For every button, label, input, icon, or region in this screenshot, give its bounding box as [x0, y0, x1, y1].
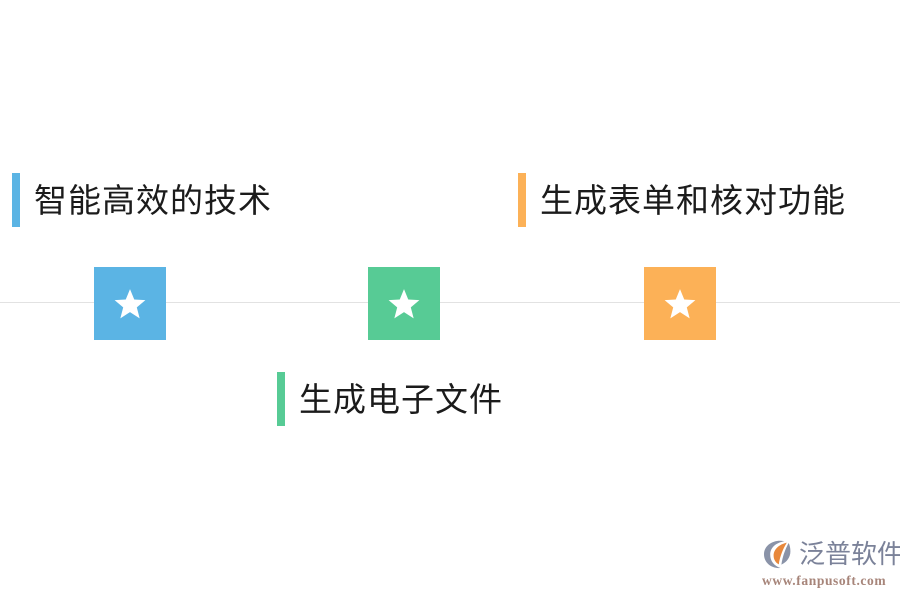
star-icon	[113, 287, 147, 321]
caption-tech-label: 智能高效的技术	[34, 181, 272, 219]
timeline-node-form[interactable]	[644, 267, 716, 340]
accent-bar-orange	[518, 173, 526, 227]
timeline-node-tech[interactable]	[94, 267, 166, 340]
brand-watermark: 泛普软件 www.fanpusoft.com	[762, 536, 900, 594]
accent-bar-blue	[12, 173, 20, 227]
timeline-node-efile[interactable]	[368, 267, 440, 340]
caption-form-label: 生成表单和核对功能	[540, 181, 846, 219]
timeline-rule	[0, 302, 900, 303]
brand-name: 泛普软件	[799, 539, 900, 569]
caption-form: 生成表单和核对功能	[518, 173, 846, 227]
star-icon	[663, 287, 697, 321]
brand-row: 泛普软件	[762, 536, 900, 572]
accent-bar-green	[277, 372, 285, 426]
fanpu-logo-icon	[762, 538, 796, 570]
star-icon	[387, 287, 421, 321]
brand-url: www.fanpusoft.com	[762, 573, 887, 588]
caption-efile: 生成电子文件	[277, 372, 503, 426]
caption-efile-label: 生成电子文件	[299, 380, 503, 418]
caption-tech: 智能高效的技术	[12, 173, 272, 227]
